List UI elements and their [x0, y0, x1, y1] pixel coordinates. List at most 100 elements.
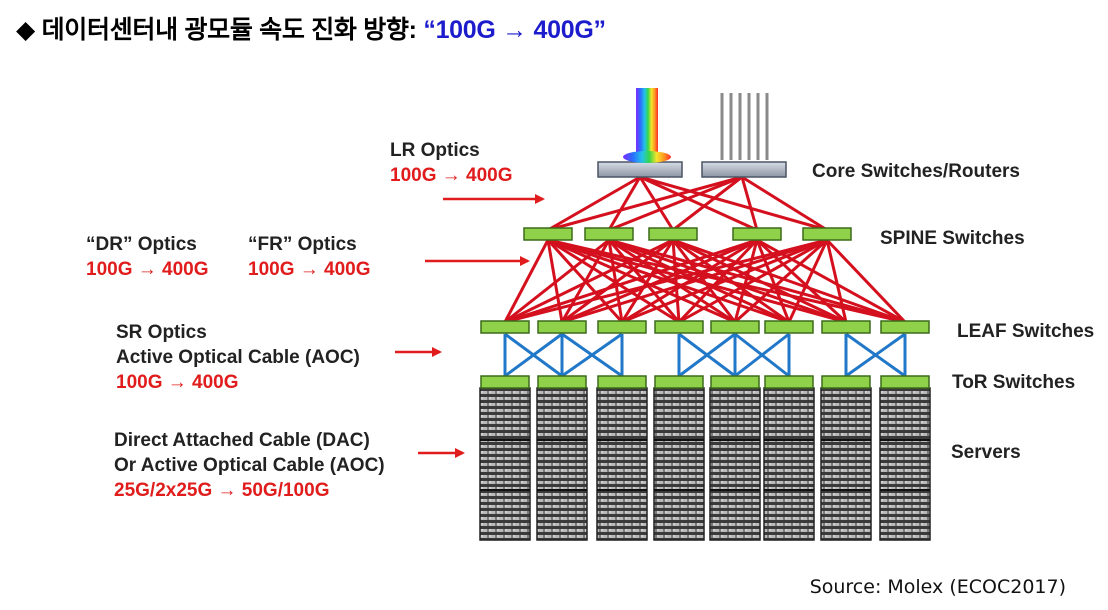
core-routers: [597, 88, 787, 178]
leaf-switch: [597, 320, 647, 334]
spine-leaf-link: [678, 238, 828, 324]
tor-switch: [597, 375, 647, 389]
title-main: 데이터센터내 광모듈 속도 진화 방향:: [41, 16, 417, 44]
tor-switch: [480, 375, 530, 389]
core-spine-link: [740, 176, 759, 231]
bullet-diamond-icon: ◆: [16, 16, 35, 44]
spine-switch: [802, 227, 852, 241]
tor-switch: [764, 375, 814, 389]
leaf-tor-cross-link: [561, 332, 623, 378]
core-spine-link: [638, 176, 675, 231]
leaf-switch: [654, 320, 704, 334]
source-caption: Source: Molex (ECOC2017): [809, 576, 1066, 598]
server-rack: [596, 387, 648, 541]
lr-optics-label: LR Optics 100G → 400G: [390, 138, 513, 188]
dac-label: Direct Attached Cable (DAC) Or Active Op…: [114, 428, 385, 503]
core-spine-link: [672, 175, 743, 232]
core-router: [597, 161, 683, 178]
leaf-tier-label: LEAF Switches: [957, 321, 1095, 342]
spine-leaf-link: [755, 239, 791, 323]
core-spine-link: [741, 175, 828, 232]
leaf-tor-cross-link: [734, 332, 790, 378]
page-title: ◆ 데이터센터내 광모듈 속도 진화 방향: “100G → 400G”: [16, 10, 606, 46]
switch-layer: [480, 227, 930, 389]
annotation-arrows: [395, 194, 545, 458]
dr-optics-speed: 100G → 400G: [86, 259, 209, 280]
spine-leaf-link: [504, 238, 828, 324]
dac-aoc-name: Or Active Optical Cable (AOC): [114, 455, 385, 476]
spine-leaf-link: [677, 238, 759, 324]
aoc-name: Active Optical Cable (AOC): [116, 347, 360, 368]
leaf-switch: [480, 320, 530, 334]
sr-optics-label: SR Optics Active Optical Cable (AOC) 100…: [116, 320, 360, 395]
leaf-tor-cross-link: [504, 332, 563, 378]
server-rack: [709, 387, 761, 541]
rainbow-fiber-bundle: [636, 88, 658, 154]
lr-optics-name: LR Optics: [390, 140, 480, 161]
core-router: [701, 161, 787, 178]
spine-leaf-link: [560, 239, 611, 323]
server-racks: [479, 387, 931, 541]
spine-leaf-link: [672, 238, 790, 324]
spine-leaf-link: [561, 238, 758, 324]
core-spine-link: [608, 175, 743, 232]
spine-leaf-link: [561, 238, 828, 324]
spine-leaf-link: [504, 238, 610, 324]
core-spine-link: [547, 175, 641, 232]
blue-cable-links: [503, 332, 907, 378]
lr-optics-speed: 100G → 400G: [390, 165, 513, 186]
server-rack: [820, 387, 872, 541]
red-optical-links: [503, 175, 907, 324]
dac-name: Direct Attached Cable (DAC): [114, 430, 370, 451]
spine-leaf-link: [825, 239, 848, 323]
tor-tier-label: ToR Switches: [952, 372, 1076, 393]
spine-leaf-link: [561, 238, 674, 324]
spine-leaf-link: [504, 238, 674, 324]
server-rack: [536, 387, 588, 541]
server-rack: [879, 387, 931, 541]
title-highlight: “100G → 400G”: [423, 16, 606, 44]
dac-speed: 25G/2x25G → 50G/100G: [114, 480, 330, 501]
spine-leaf-link: [607, 239, 681, 323]
spine-switch: [523, 227, 573, 241]
tor-switch: [880, 375, 930, 389]
spine-switch: [584, 227, 634, 241]
fr-optics-label: “FR” Optics 100G → 400G: [248, 232, 371, 282]
dr-optics-name: “DR” Optics: [86, 234, 197, 255]
spine-switch: [648, 227, 698, 241]
leaf-switch: [764, 320, 814, 334]
fr-optics-speed: 100G → 400G: [248, 259, 371, 280]
servers-tier-label: Servers: [951, 442, 1021, 463]
dr-optics-label: “DR” Optics 100G → 400G: [86, 232, 209, 282]
core-spine-link: [639, 175, 758, 232]
tor-switch: [537, 375, 587, 389]
tor-switch: [710, 375, 760, 389]
server-rack: [763, 387, 815, 541]
tor-switch: [821, 375, 871, 389]
spine-leaf-link: [620, 239, 675, 323]
spine-leaf-link: [787, 239, 829, 323]
sr-optics-name: SR Optics: [116, 322, 207, 343]
leaf-switch: [537, 320, 587, 334]
spine-switch: [732, 227, 782, 241]
core-spine-link: [639, 175, 828, 232]
spine-leaf-link: [734, 238, 828, 324]
spine-leaf-link: [825, 238, 907, 324]
spine-leaf-link: [733, 239, 759, 323]
spine-leaf-link: [671, 239, 737, 323]
server-rack: [479, 387, 531, 541]
core-spine-link: [607, 176, 642, 231]
core-spine-link: [547, 175, 743, 232]
spine-leaf-link: [503, 239, 550, 323]
leaf-switch: [710, 320, 760, 334]
sr-optics-speed: 100G → 400G: [116, 372, 239, 393]
rainbow-fiber-base: [623, 151, 671, 163]
spine-leaf-link: [621, 238, 828, 324]
leaf-switch: [821, 320, 871, 334]
spine-leaf-link: [671, 239, 681, 323]
leaf-switch: [880, 320, 930, 334]
fr-optics-name: “FR” Optics: [248, 234, 357, 255]
core-tier-label: Core Switches/Routers: [812, 161, 1020, 182]
spine-leaf-link: [672, 238, 847, 324]
